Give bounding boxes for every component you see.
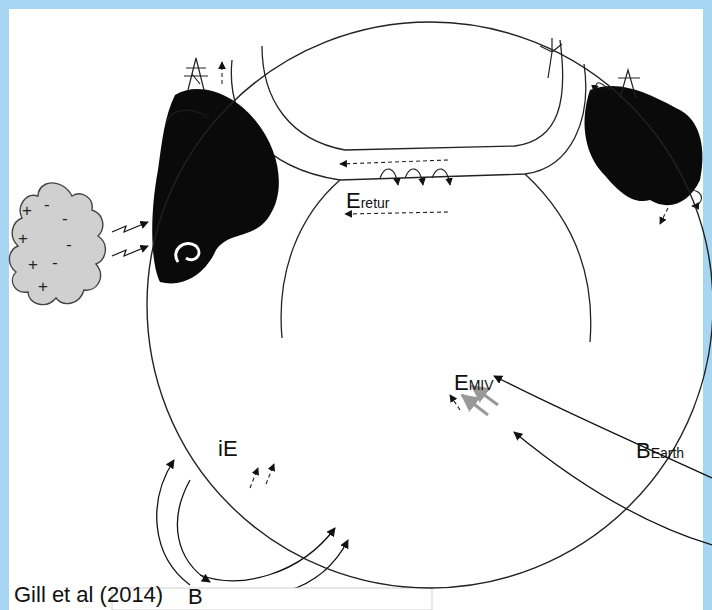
thundercloud: +--++--+ — [6, 180, 114, 312]
charge-sign: + — [38, 278, 48, 295]
charge-sign: + — [22, 202, 32, 219]
current-arrows — [166, 83, 702, 206]
field-arrows — [222, 62, 668, 488]
field-label: BEarth — [636, 440, 684, 462]
cloud-outline — [9, 183, 105, 305]
charge-sign: - — [52, 254, 58, 271]
charge-sign: - — [44, 196, 50, 213]
citation-caption: Gill et al (2014) — [14, 584, 163, 606]
earth-circle: EreturEMIV iE — [146, 20, 712, 592]
field-label: B — [188, 586, 203, 608]
power-towers — [184, 38, 640, 98]
spiral-hole — [176, 243, 199, 262]
region-lines — [231, 40, 590, 342]
charge-sign: + — [18, 230, 28, 247]
lightning-arrows — [112, 222, 148, 256]
charge-sign: - — [62, 210, 68, 227]
charge-sign: + — [28, 256, 38, 273]
magnetic-field-lines — [157, 376, 712, 597]
earth-outline — [147, 22, 712, 588]
field-label: EMIV — [454, 372, 494, 394]
field-label: iE — [218, 438, 238, 460]
charge-sign: - — [66, 236, 72, 253]
continents — [152, 86, 702, 284]
circle-outline — [146, 20, 712, 592]
field-label: Eretur — [346, 190, 389, 212]
